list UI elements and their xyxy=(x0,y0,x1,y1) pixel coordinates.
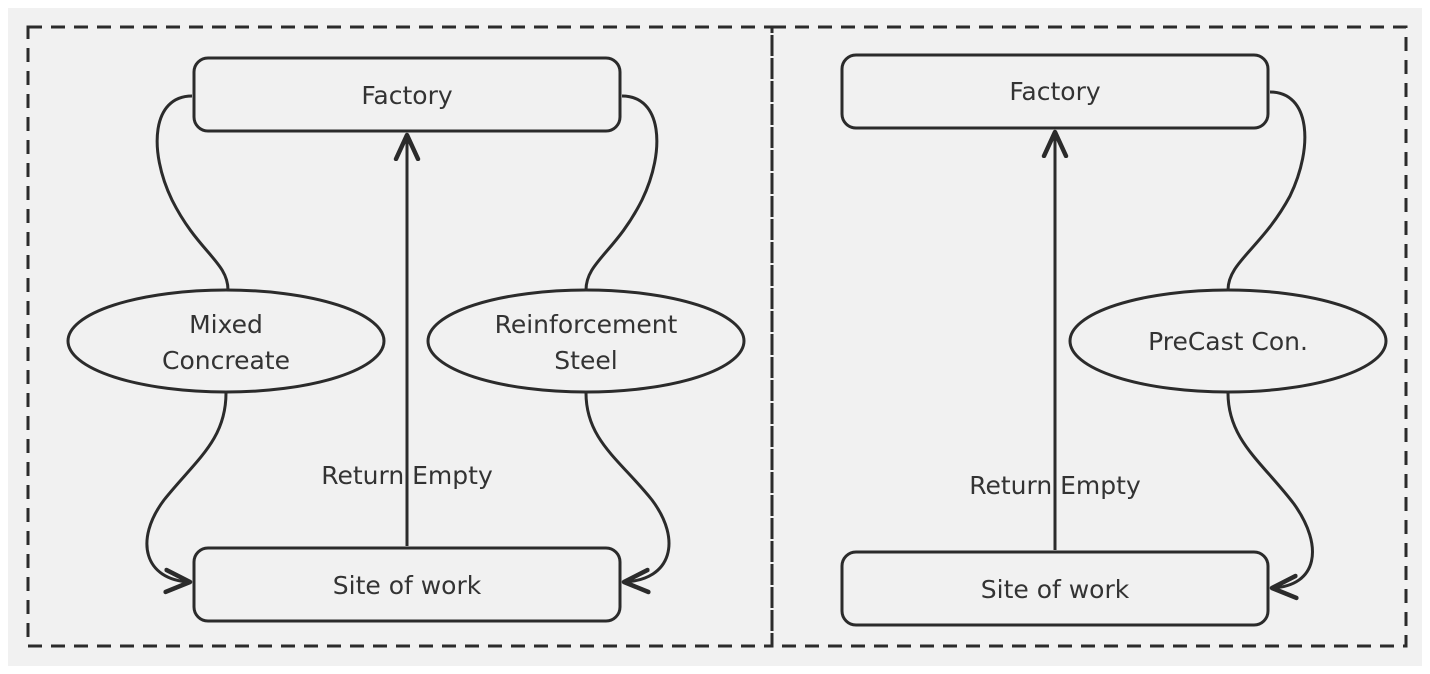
reinforcement-steel-ellipse xyxy=(426,288,746,394)
right-factory-label: Factory xyxy=(1009,77,1101,106)
right-return-label: Return Empty xyxy=(969,471,1141,500)
left-panel-border xyxy=(26,25,774,648)
reinforcement-steel-line2: Steel xyxy=(554,346,617,375)
mixed-concrete-ellipse xyxy=(66,288,386,394)
right-precast-bottom-arrow xyxy=(1226,392,1314,588)
left-factory-label: Factory xyxy=(361,81,453,110)
left-site-label: Site of work xyxy=(333,571,482,600)
right-precast-top-curve xyxy=(1226,90,1307,291)
mixed-concrete-line2: Concreate xyxy=(162,346,290,375)
precast-concrete-label: PreCast Con. xyxy=(1148,327,1308,356)
left-steel-top-curve xyxy=(584,94,659,291)
right-site-box xyxy=(840,550,1270,627)
left-panel: Factory Site of work Return Empty Mixed … xyxy=(66,56,746,623)
left-mixed-bottom-arrow xyxy=(145,392,228,582)
left-return-label: Return Empty xyxy=(321,461,493,490)
precast-concrete-ellipse xyxy=(1068,288,1388,394)
reinforcement-steel-line1: Reinforcement xyxy=(495,310,678,339)
right-panel-border xyxy=(770,25,1408,648)
left-mixed-top-curve xyxy=(155,94,230,291)
right-factory-box xyxy=(840,53,1270,130)
left-steel-bottom-arrow xyxy=(584,392,671,582)
left-site-box xyxy=(192,546,622,623)
mixed-concrete-line1: Mixed xyxy=(189,310,263,339)
right-panel: Factory Site of work Return Empty PreCas… xyxy=(840,53,1388,627)
left-factory-box xyxy=(192,56,622,133)
right-site-label: Site of work xyxy=(981,575,1130,604)
